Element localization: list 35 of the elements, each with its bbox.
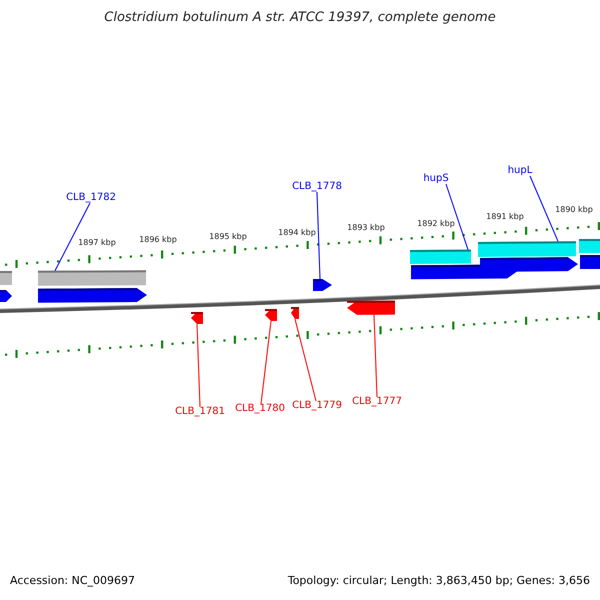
genome-stats-text: Topology: circular; Length: 3,863,450 bp; Genes: 3,656 [288, 575, 590, 586]
leader-line [316, 192, 320, 280]
gene-feature [347, 300, 395, 315]
leader-line [446, 184, 468, 250]
gene-feature [191, 312, 203, 324]
gene-feature [313, 279, 332, 291]
leader-line [260, 320, 272, 404]
leader-line [196, 324, 200, 408]
gene-bar [38, 270, 146, 286]
gene-label: hupS [423, 174, 449, 184]
leader-line [294, 318, 316, 402]
scale-label: 1896 kbp [139, 236, 177, 244]
scale-label: 1894 kbp [278, 229, 316, 237]
gene-label: CLB_1782 [66, 193, 116, 203]
leader-line [54, 202, 90, 272]
accession-text: Accession: NC_009697 [10, 575, 136, 586]
title: Clostridium botulinum A str. ATCC 19397, complete genome [103, 10, 497, 25]
gene-feature [265, 309, 277, 321]
leader-line [374, 314, 378, 398]
scale-label: 1893 kbp [347, 224, 385, 232]
gene-label: CLB_1778 [292, 182, 342, 192]
gene-bar [410, 250, 471, 264]
gene-label: CLB_1777 [352, 397, 402, 407]
gene-label: CLB_1780 [235, 404, 285, 414]
scale-label: 1890 kbp [555, 206, 593, 214]
gene-bar [478, 241, 576, 258]
scale-label: 1895 kbp [209, 233, 247, 241]
scale-label: 1897 kbp [78, 239, 116, 247]
scale-label: 1892 kbp [417, 220, 455, 228]
gene-feature [291, 307, 299, 319]
gene-label: CLB_1779 [292, 401, 342, 411]
gene-label: CLB_1781 [175, 407, 225, 417]
leader-line [530, 176, 558, 242]
gene-label: hupL [508, 166, 532, 176]
scale-label: 1891 kbp [486, 213, 524, 221]
